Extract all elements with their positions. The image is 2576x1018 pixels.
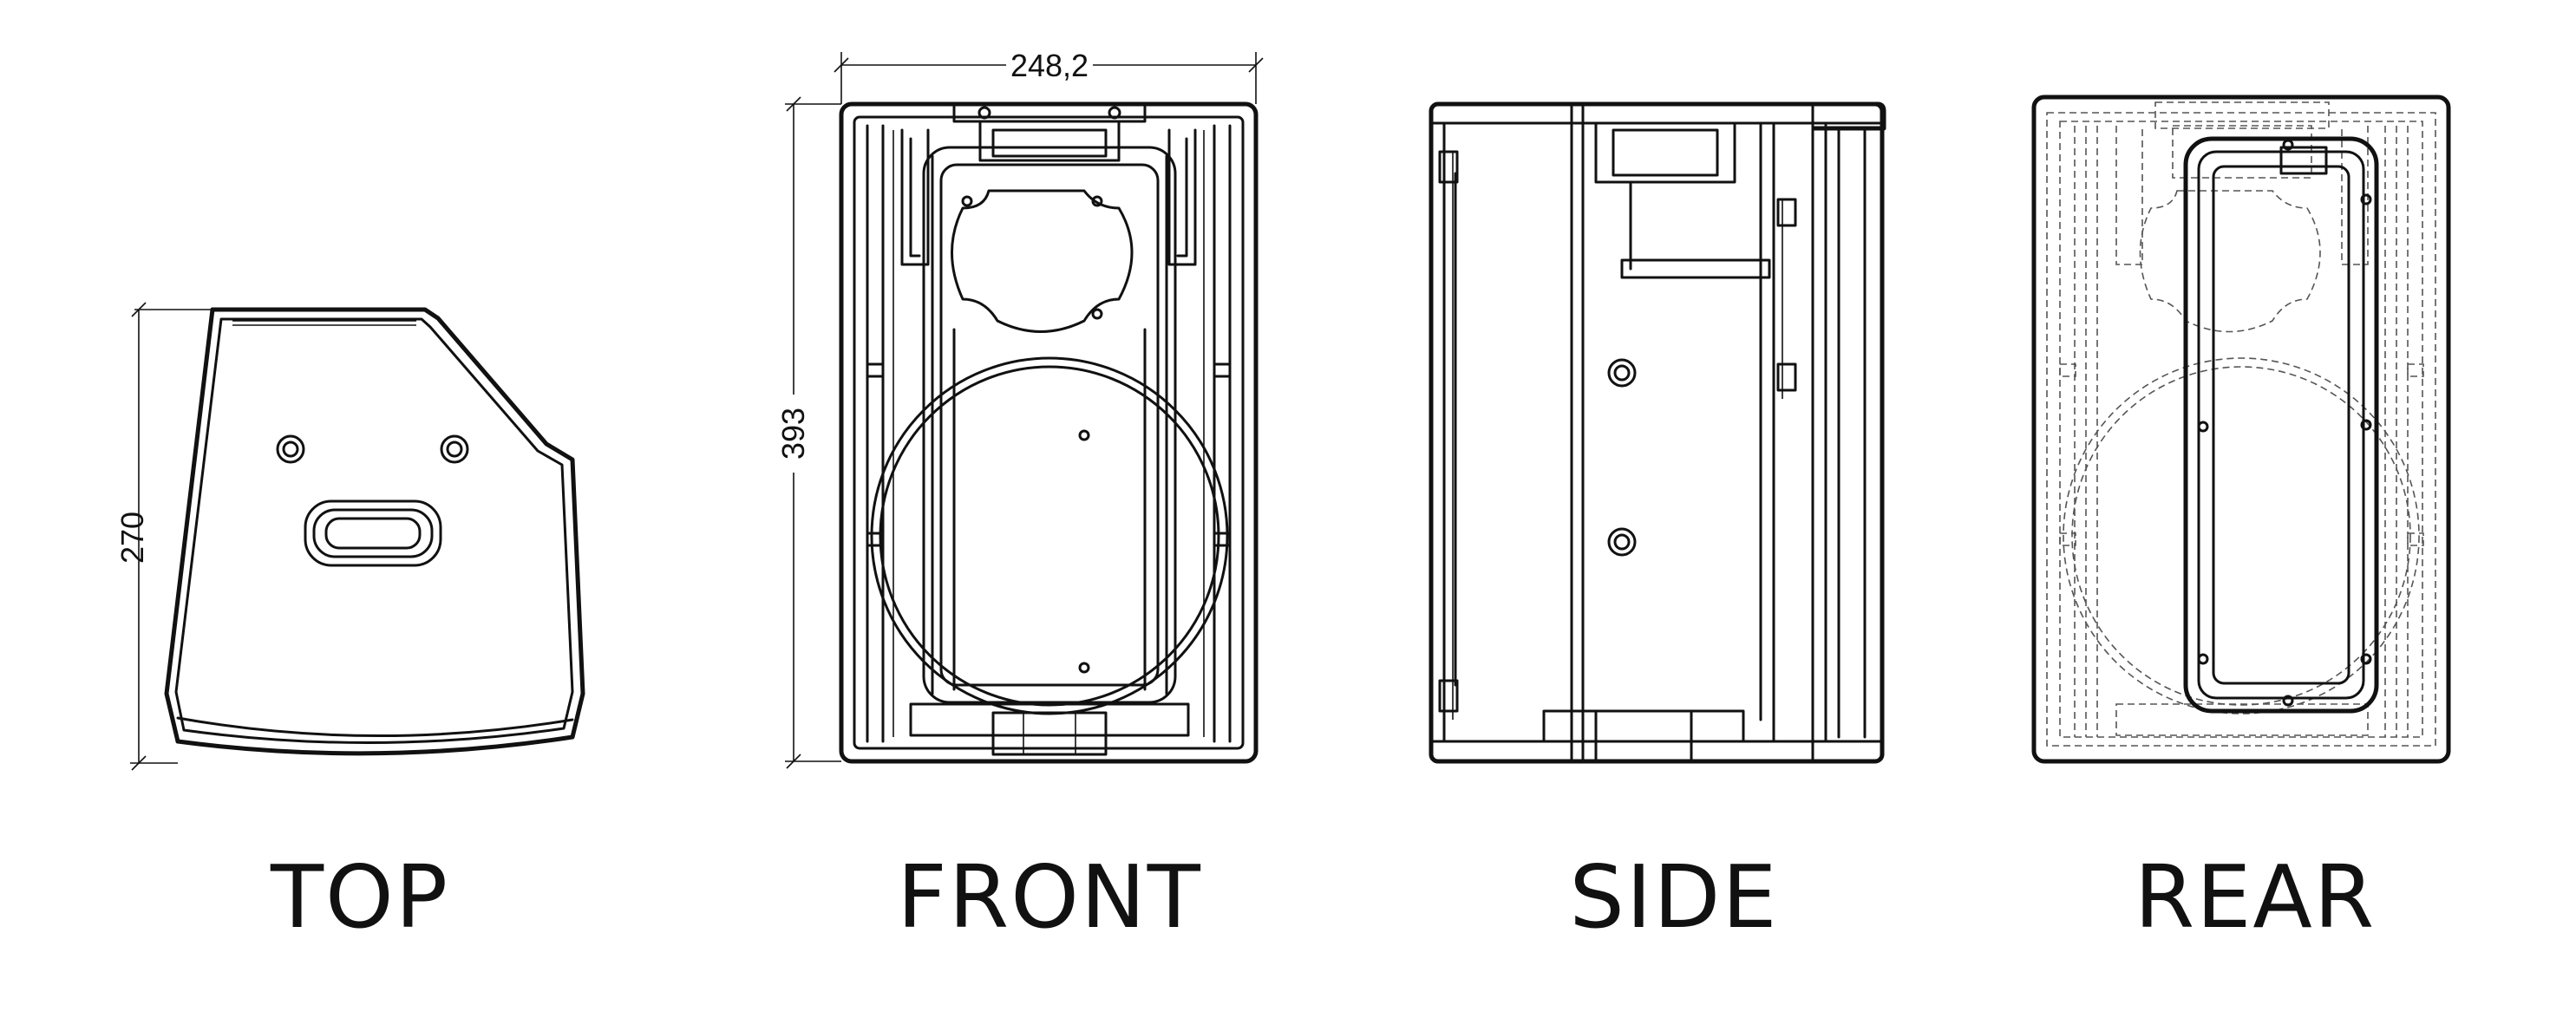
front-width-dimension bbox=[834, 52, 1264, 104]
rear-outline bbox=[2031, 95, 2451, 764]
side-view-drawing bbox=[1429, 101, 1886, 764]
top-mount-point-right bbox=[440, 434, 469, 464]
view-label-front: FRONT bbox=[897, 846, 1202, 948]
rear-handle-recess bbox=[2183, 136, 2379, 714]
view-label-rear: REAR bbox=[2134, 846, 2377, 948]
top-view-drawing bbox=[130, 302, 585, 771]
front-width-value: 248,2 bbox=[1010, 48, 1089, 83]
rear-view-drawing bbox=[2031, 95, 2451, 764]
view-label-top: TOP bbox=[270, 846, 450, 948]
front-horn-outline bbox=[951, 189, 1134, 333]
top-handle bbox=[304, 499, 442, 567]
side-mount-point-lower bbox=[1607, 527, 1637, 557]
top-depth-value: 270 bbox=[114, 512, 150, 564]
top-mount-point-left bbox=[276, 434, 305, 464]
top-view-inner-outline bbox=[174, 317, 574, 745]
front-height-value: 393 bbox=[775, 408, 811, 460]
top-depth-dimension bbox=[130, 302, 212, 771]
side-mount-point-upper bbox=[1607, 358, 1637, 388]
view-label-side: SIDE bbox=[1569, 846, 1779, 948]
front-height-dimension bbox=[785, 96, 841, 769]
side-outline bbox=[1429, 101, 1885, 764]
top-view-outline bbox=[164, 307, 585, 756]
front-outline bbox=[839, 101, 1259, 764]
front-view-drawing bbox=[785, 52, 1264, 769]
